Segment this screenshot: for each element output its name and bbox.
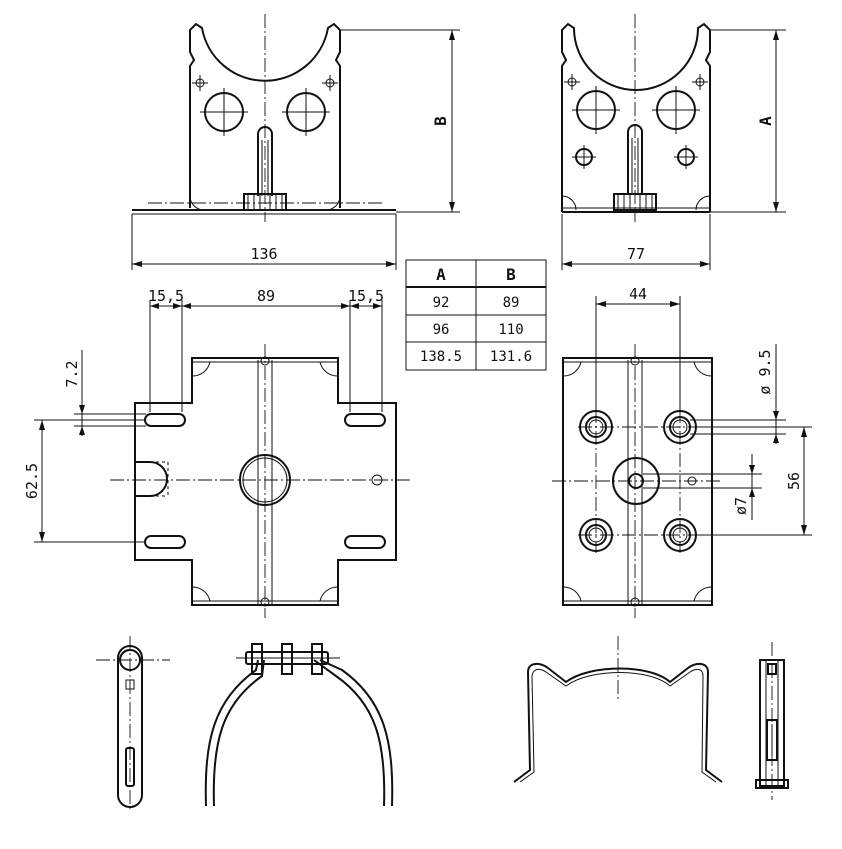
table-cell-r1-b: 89: [503, 295, 520, 311]
hole-spacing-y-label: 56: [785, 472, 803, 490]
front-height-label: B: [431, 116, 450, 126]
spring-clip: [513, 636, 723, 783]
table-cell-r2-a: 96: [433, 322, 450, 338]
table-header-a: A: [436, 265, 446, 284]
table-cell-r1-a: 92: [433, 295, 450, 311]
table-cell-r3-a: 138.5: [420, 349, 462, 365]
hole-spacing-x-label: 44: [629, 285, 647, 303]
plan-view-left: 15,5 89 15,5 7.2 62.5: [23, 287, 412, 618]
front-view: B 136: [131, 14, 460, 270]
center-span-label: 89: [257, 287, 275, 305]
slot-pitch-label: 62.5: [23, 463, 41, 499]
small-hole-label: ø7: [732, 497, 750, 515]
side-height-label: A: [756, 116, 775, 126]
side-width-label: 77: [627, 245, 645, 263]
front-width-label: 136: [250, 245, 277, 263]
slot-offset-right-label: 15,5: [348, 287, 384, 305]
hole-diameter-label: ø 9.5: [756, 349, 774, 394]
slot-height-label: 7.2: [63, 360, 81, 387]
table-cell-r2-b: 110: [498, 322, 523, 338]
table-header-b: B: [506, 265, 516, 284]
table-cell-r3-b: 131.6: [490, 349, 532, 365]
slot-offset-left-label: 15,5: [148, 287, 184, 305]
strap-edge-view: [96, 636, 170, 810]
clip-edge-view: [755, 642, 789, 800]
side-view: A 77: [561, 14, 786, 270]
dimension-table: A B 92 89 96 110 138.5 131.6: [405, 259, 547, 371]
clamp-band: [204, 643, 394, 807]
plan-view-right: 44 ø 9.5 56 ø7: [552, 285, 812, 618]
